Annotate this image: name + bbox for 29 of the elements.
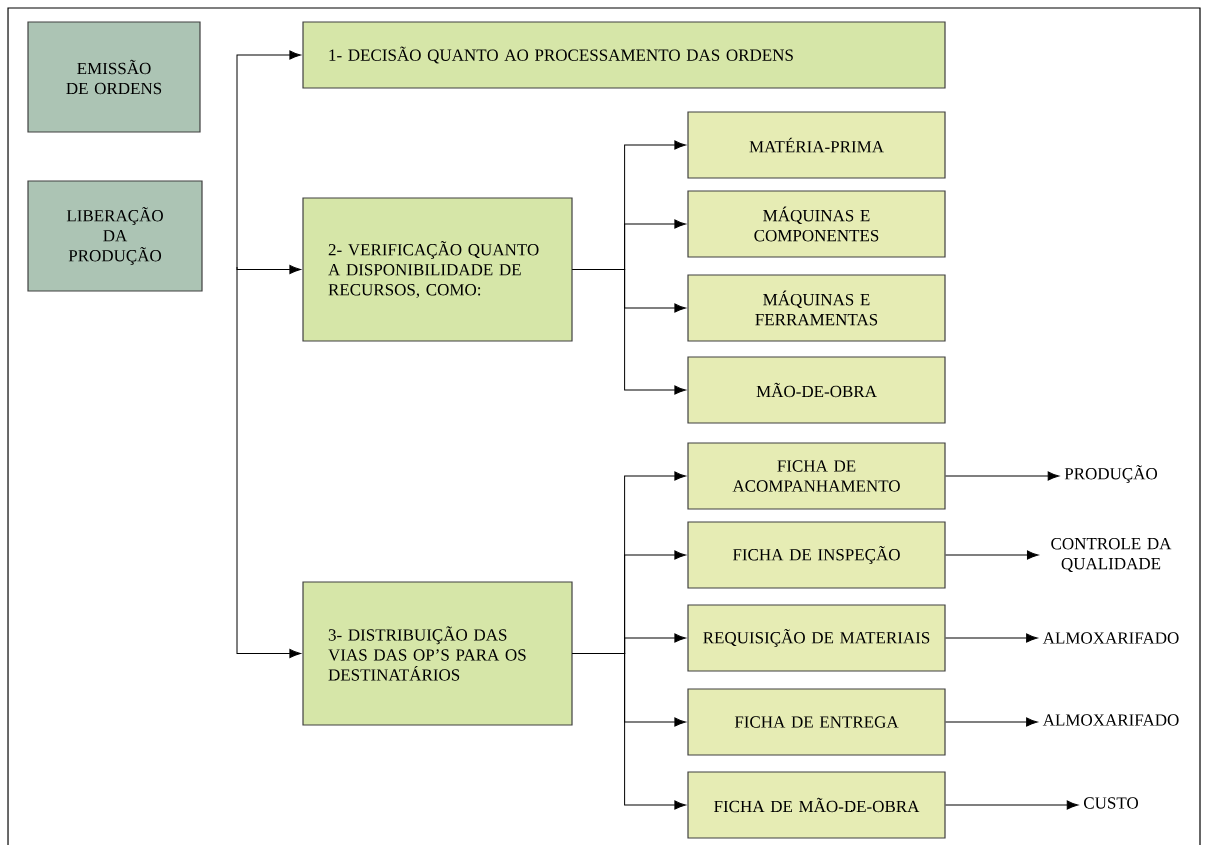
arrow	[945, 550, 1039, 560]
arrow	[945, 800, 1079, 810]
resource-box: REQUISIÇÃO DE MATERIAIS	[687, 604, 946, 672]
arrow	[945, 717, 1038, 727]
arrow	[572, 269, 686, 395]
process-box: 3- DISTRIBUIÇÃO DAS VIAS DAS OP’S PARA OS DESTINATÁRIOS	[302, 581, 573, 726]
resource-box: FICHA DE MÃO-DE-OBRA	[687, 771, 946, 839]
resource-box: FICHA DE ENTREGA	[687, 688, 946, 756]
resource-box: MÁQUINAS E COMPONENTES	[687, 190, 946, 258]
arrow	[572, 653, 686, 810]
process-box: 2- VERIFICAÇÃO QUANTO A DISPONIBILIDADE DE RECURSOS, COMO:	[302, 197, 573, 342]
arrow	[945, 633, 1038, 643]
resource-box: MÃO-DE-OBRA	[687, 356, 946, 424]
destination-label: PRODUÇÃO	[1064, 465, 1158, 483]
resource-box: FICHA DE INSPEÇÃO	[687, 521, 946, 589]
resource-box: MATÉRIA-PRIMA	[687, 111, 946, 179]
destination-label: CONTROLE DA QUALIDADE	[1051, 538, 1172, 572]
arrow	[236, 266, 301, 659]
arrow	[945, 471, 1060, 481]
destination-label: ALMOXARIFADO	[1042, 714, 1179, 726]
process-box: 1- DECISÃO QUANTO AO PROCESSAMENTO DAS ORDENS	[302, 21, 946, 89]
side-box: LIBERAÇÃO DA PRODUÇÃO	[27, 180, 203, 292]
resource-box: FICHA DE ACOMPANHAMENTO	[687, 442, 946, 510]
destination-label: ALMOXARIFADO	[1042, 632, 1179, 644]
resource-box: MÁQUINAS E FERRAMENTAS	[687, 274, 946, 342]
arrow	[236, 264, 301, 275]
side-box: EMISSÃO DE ORDENS	[27, 21, 201, 133]
destination-label: CUSTO	[1084, 797, 1138, 809]
arrow	[236, 50, 301, 268]
